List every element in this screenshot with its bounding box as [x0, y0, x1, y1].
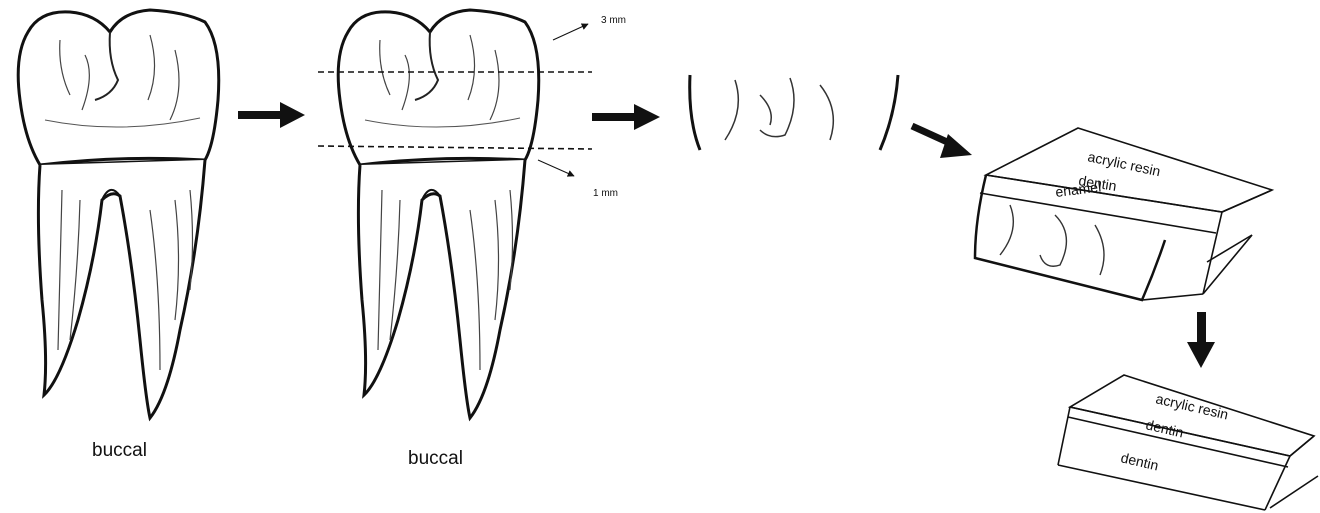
pointer-1mm [538, 160, 574, 176]
arrow-down-icon [1187, 312, 1215, 368]
block2-label-dentin-2: dentin [1119, 449, 1160, 473]
embedded-block-1: acrylic resin dentin enamel [975, 128, 1272, 300]
pointer-3mm [553, 24, 588, 40]
tooth1-caption: buccal [92, 440, 147, 461]
tooth2-caption: buccal [408, 448, 463, 469]
embedded-block-2: acrylic resin dentin dentin [1058, 375, 1318, 510]
arrow-diagonal-icon [912, 126, 972, 158]
arrow-right-icon [592, 104, 660, 130]
molar-tooth-icon [18, 10, 219, 418]
crown-section [690, 75, 898, 150]
arrow-right-icon [238, 102, 305, 128]
cut-top-label: 3 mm [601, 15, 626, 26]
cut-bottom-label: 1 mm [593, 188, 618, 199]
